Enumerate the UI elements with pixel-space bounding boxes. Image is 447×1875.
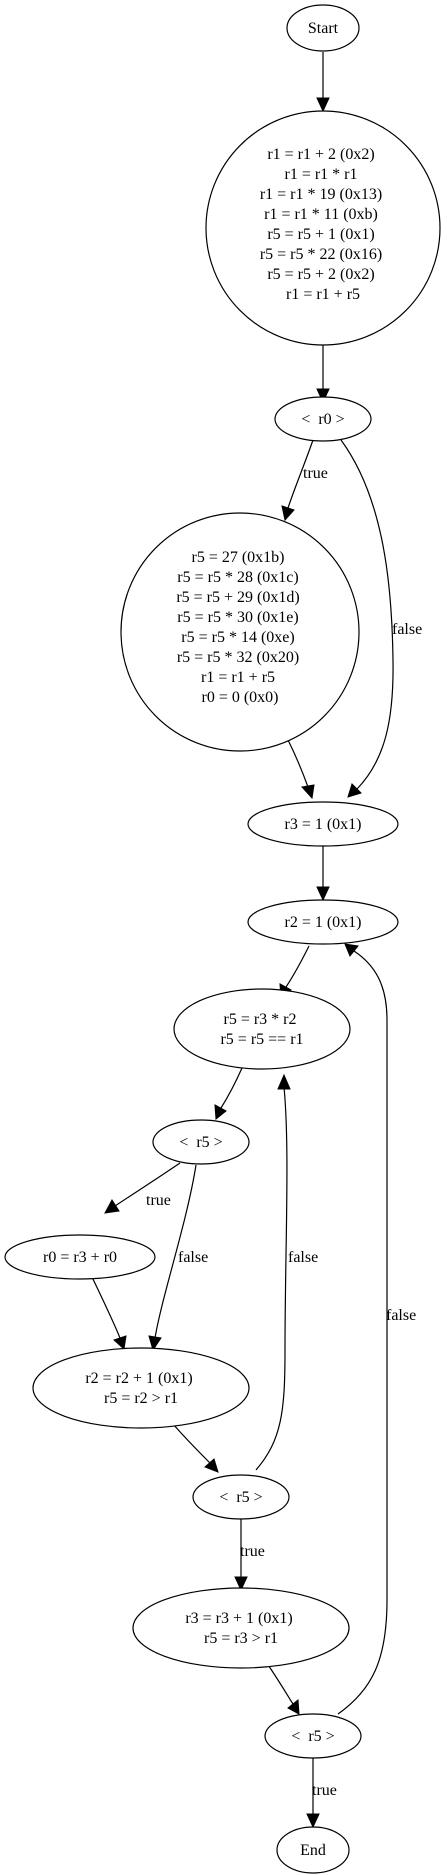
- edge-cond-r5-a-false: false: [148, 1164, 208, 1352]
- inc-r3-line-2: r5 = r3 > r1: [204, 1630, 278, 1647]
- cond-r0-label: < r0 >: [301, 411, 344, 428]
- node-cond-r0: < r0 >: [274, 396, 372, 442]
- init-line-3: r1 = r1 * 19 (0x13): [260, 186, 382, 203]
- svg-text:Start: Start: [308, 20, 339, 37]
- edge-label-r5c-true: true: [312, 1782, 337, 1799]
- svg-text:r5 = r3 * r2 r5 = r5 =: r5 = r3 * r2 r5 = r5 == r1: [220, 1011, 303, 1048]
- init-line-4: r1 = r1 * 11 (0xb): [264, 206, 378, 223]
- true-block-line-2: r5 = r5 * 28 (0x1c): [177, 569, 298, 586]
- edge-add-r0-to-inc-r2: [91, 1276, 127, 1350]
- node-start: Start: [286, 4, 360, 52]
- cond-r5-b-label: < r5 >: [219, 1489, 262, 1506]
- node-mult-block: r5 = r3 * r2 r5 = r5 == r1: [173, 988, 351, 1070]
- svg-text:< r5 >: < r5 >: [291, 1728, 334, 1745]
- node-set-r2: r2 = 1 (0x1): [247, 899, 399, 945]
- edge-cond-r5-a-true: true: [104, 1162, 181, 1214]
- svg-text:< r0 >: < r0 >: [301, 411, 344, 428]
- nodes: Start r1 = r1 + 2 (0x2) r1 = r1 * r1 r1 …: [4, 4, 441, 1874]
- set-r2-label: r2 = 1 (0x1): [284, 914, 361, 931]
- edge-label-r0-true: true: [303, 465, 328, 482]
- true-block-line-4: r5 = r5 * 30 (0x1e): [177, 609, 298, 626]
- mult-line-1: r5 = r3 * r2: [223, 1011, 296, 1028]
- edge-mult-to-cond-r5-a: [214, 1067, 243, 1120]
- true-block-line-1: r5 = 27 (0x1b): [191, 549, 284, 566]
- set-r3-label: r3 = 1 (0x1): [284, 816, 361, 833]
- edge-label-r5b-true: true: [240, 1543, 265, 1560]
- edges: true false tru: [91, 52, 422, 1829]
- edge-init-to-cond-r0: [316, 344, 330, 404]
- node-add-r0: r0 = r3 + r0: [4, 1234, 156, 1280]
- inc-r2-line-2: r5 = r2 > r1: [104, 1390, 178, 1407]
- node-cond-r5-a: < r5 >: [152, 1119, 250, 1165]
- edge-label-r0-false: false: [392, 621, 422, 638]
- node-inc-r3-block: r3 = r3 + 1 (0x1) r5 = r3 > r1: [132, 1587, 350, 1669]
- edge-true-block-to-r3: [287, 739, 315, 800]
- node-end-label: End: [300, 1842, 326, 1859]
- mult-line-2: r5 = r5 == r1: [220, 1031, 303, 1048]
- edge-cond-r0-true: true: [281, 439, 328, 522]
- svg-text:< r5 >: < r5 >: [219, 1489, 262, 1506]
- node-cond-r5-b: < r5 >: [192, 1474, 290, 1520]
- svg-text:End: End: [300, 1842, 326, 1859]
- edge-label-r5b-false: false: [288, 1249, 318, 1266]
- edge-label-r5c-false: false: [386, 1307, 416, 1324]
- inc-r2-line-1: r2 = r2 + 1 (0x1): [85, 1370, 192, 1387]
- svg-text:r2 = r2 + 1 (0x1) r5 =: r2 = r2 + 1 (0x1) r5 = r2 > r1: [85, 1370, 196, 1407]
- true-block-line-7: r1 = r1 + r5: [201, 669, 275, 686]
- true-block-line-6: r5 = r5 * 32 (0x20): [177, 649, 299, 666]
- edge-label-r5a-false: false: [178, 1249, 208, 1266]
- edge-cond-r5-c-false: false: [337, 943, 416, 1715]
- edge-cond-r5-b-true: true: [234, 1519, 265, 1592]
- init-line-1: r1 = r1 + 2 (0x2): [267, 146, 374, 163]
- init-line-2: r1 = r1 * r1: [284, 166, 357, 183]
- edge-cond-r5-c-true: true: [306, 1758, 337, 1829]
- edge-cond-r5-b-false: false: [255, 1073, 318, 1471]
- edge-label-r5a-true: true: [146, 1192, 171, 1209]
- svg-text:r3 = r3 + 1 (0x1) r5 =: r3 = r3 + 1 (0x1) r5 = r3 > r1: [185, 1610, 296, 1647]
- add-r0-label: r0 = r3 + r0: [43, 1249, 117, 1266]
- node-end: End: [276, 1826, 350, 1874]
- true-block-line-3: r5 = r5 + 29 (0x1d): [176, 589, 299, 606]
- node-set-r3: r3 = 1 (0x1): [247, 801, 399, 847]
- svg-text:< r5 >: < r5 >: [179, 1134, 222, 1151]
- edge-cond-r0-false: false: [340, 439, 422, 798]
- init-line-6: r5 = r5 * 22 (0x16): [260, 246, 382, 263]
- svg-text:r3 = 1 (0x1): r3 = 1 (0x1): [284, 816, 361, 833]
- true-block-line-8: r0 = 0 (0x0): [201, 689, 278, 706]
- svg-text:r2 = 1 (0x1): r2 = 1 (0x1): [284, 914, 361, 931]
- svg-text:r1 = r1 + 2 (0x2) r1 =: r1 = r1 + 2 (0x2) r1 = r1 * r1 r1 = r1 *…: [260, 146, 386, 303]
- node-inc-r2-block: r2 = r2 + 1 (0x1) r5 = r2 > r1: [32, 1347, 250, 1429]
- true-block-line-5: r5 = r5 * 14 (0xe): [181, 629, 294, 646]
- inc-r3-line-1: r3 = r3 + 1 (0x1): [185, 1610, 292, 1627]
- edge-start-to-init: [316, 52, 330, 113]
- node-start-label: Start: [308, 20, 339, 37]
- svg-text:r5 = 27 (0x1b) r5 = r5: r5 = 27 (0x1b) r5 = r5 * 28 (0x1c) r5 = …: [176, 549, 303, 706]
- edge-r3-to-r2: [316, 846, 330, 902]
- init-line-7: r5 = r5 + 2 (0x2): [267, 266, 374, 283]
- cond-r5-a-label: < r5 >: [179, 1134, 222, 1151]
- cond-r5-c-label: < r5 >: [291, 1728, 334, 1745]
- node-r0-true-block: r5 = 27 (0x1b) r5 = r5 * 28 (0x1c) r5 = …: [120, 512, 360, 752]
- svg-text:r0 = r3 + r0: r0 = r3 + r0: [43, 1249, 117, 1266]
- init-line-8: r1 = r1 + r5: [286, 286, 360, 303]
- edge-inc-r2-to-cond-r5-b: [172, 1423, 219, 1473]
- node-cond-r5-c: < r5 >: [264, 1713, 362, 1759]
- init-line-5: r5 = r5 + 1 (0x1): [267, 226, 374, 243]
- node-init-block: r1 = r1 + 2 (0x2) r1 = r1 * r1 r1 = r1 *…: [205, 110, 441, 346]
